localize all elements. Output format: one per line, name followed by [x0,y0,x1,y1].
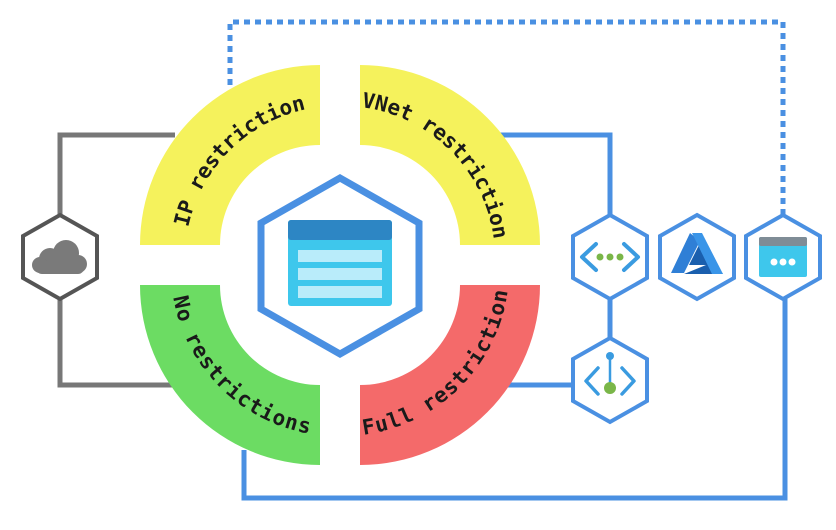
quadrant-ip-restriction [140,65,320,245]
virtual-network-icon [580,242,640,272]
storage-account-node[interactable] [257,173,423,359]
virtual-network-node[interactable] [571,212,649,302]
azure-logo-icon [671,233,723,274]
vnet-connector-line [490,132,613,215]
bottom-loop-line [241,295,788,501]
cloud-icon [32,240,87,274]
web-app-icon [759,237,807,277]
quadrant-no-restrictions [140,285,320,465]
quadrant-full-restriction [360,285,540,465]
storage-account-icon [288,220,392,306]
private-endpoint-node[interactable] [571,335,649,425]
private-endpoint-icon [584,352,636,396]
web-app-node[interactable] [744,212,822,302]
quadrant-vnet-restriction [360,65,540,245]
internet-node[interactable] [21,212,99,302]
azure-node[interactable] [658,212,736,302]
